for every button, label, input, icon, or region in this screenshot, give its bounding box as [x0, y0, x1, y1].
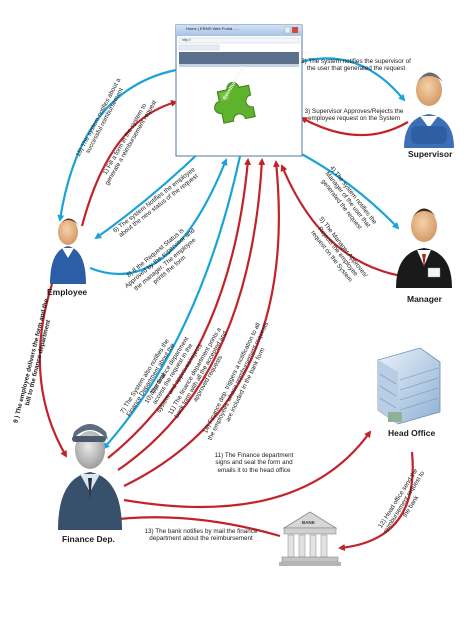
address-bar: http:// — [182, 38, 191, 42]
manager-figure — [396, 208, 452, 288]
system-window — [175, 24, 303, 157]
arrow-step-9 — [38, 283, 68, 458]
arrow-step-4 — [293, 149, 400, 230]
arrow-step-12 — [338, 451, 414, 551]
arrow-step-13 — [108, 515, 281, 538]
arrow-step-15 — [57, 68, 177, 222]
arrow-step-3 — [300, 117, 409, 137]
actor-label-finance: Finance Dep. — [62, 534, 115, 544]
head-office-building — [377, 347, 441, 425]
bank-sign: BANK — [302, 520, 315, 525]
actor-label-supervisor: Supervisor — [408, 149, 453, 159]
arrow-step-5 — [280, 164, 403, 278]
arrow-step-11 — [123, 430, 372, 509]
step-11-label: 11) The Finance department signs and sea… — [214, 452, 294, 474]
puzzle-icon — [214, 82, 256, 124]
arrow-step-10 — [107, 158, 252, 459]
arrow-step-16 — [117, 158, 266, 471]
step-3-label: 3) Supervisor Approves/Rejects the emplo… — [304, 108, 404, 123]
arrow-step-7 — [102, 155, 242, 450]
arrow-step-14 — [123, 160, 280, 487]
bank-building — [279, 511, 341, 566]
employee-figure — [50, 218, 86, 284]
actor-label-employee: Employee — [47, 287, 88, 297]
actor-label-head-office: Head Office — [388, 428, 436, 438]
arrow-step-8 — [89, 158, 228, 276]
window-title: Home | ERMS Web Portal - ... — [186, 26, 240, 31]
arrows — [38, 57, 414, 551]
step-2-label: 2) The system notifies the supervisor of… — [301, 58, 411, 73]
finance-figure — [58, 424, 122, 530]
supervisor-figure — [404, 72, 454, 148]
step-13-label: 13) The bank notifies by mail the financ… — [144, 528, 258, 543]
arrow-step-6 — [94, 147, 205, 240]
arrow-step-2 — [299, 57, 406, 102]
actor-label-manager: Manager — [407, 294, 442, 304]
arrow-step-1 — [80, 99, 178, 227]
